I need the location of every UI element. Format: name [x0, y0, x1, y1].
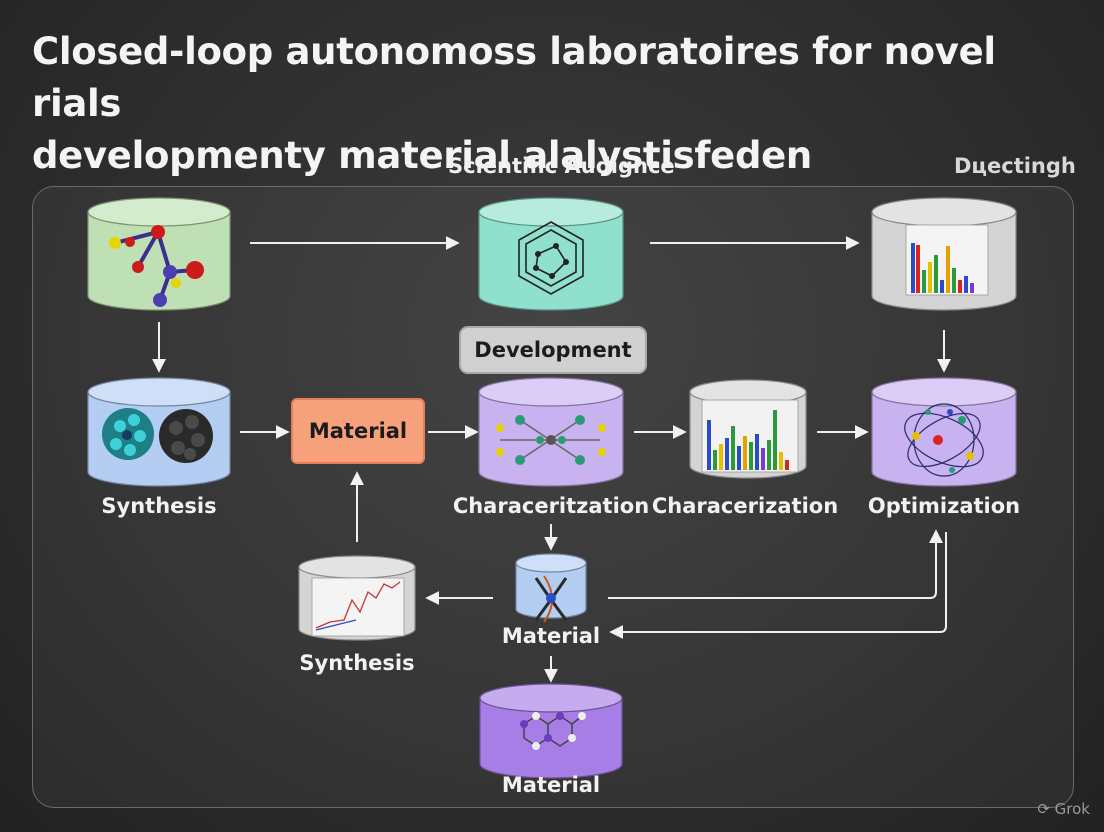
corner-label: Dцеctingh: [954, 154, 1076, 178]
arrows: [152, 236, 951, 683]
tetrahedral-molecule-icon: [534, 575, 568, 623]
nanoparticle-cluster-icon: [102, 408, 213, 463]
watermark: ⟳ Grok: [1037, 800, 1090, 818]
hexagon-molecule-icon: [518, 221, 584, 295]
title-line-1: Closed-loop autonomoss laboratoires for …: [32, 30, 996, 125]
material-box: Material: [291, 398, 425, 464]
characterization-cylinder: [478, 377, 624, 487]
arrow-loop-from-optimization: [609, 532, 947, 639]
optimization-cylinder: [871, 377, 1017, 487]
development-box: Development: [459, 326, 647, 374]
label-material-bottom: Material: [501, 773, 601, 797]
crystal-lattice-icon: [496, 415, 606, 465]
subtitle: Scientific Audignce: [448, 154, 675, 178]
label-characterization-right: Characerization: [651, 494, 839, 518]
hexagon-chain-molecule-icon: [520, 712, 586, 750]
label-characterization-center: Characeritzation: [452, 494, 650, 518]
characterization-bar-chart-icon: [701, 399, 799, 473]
label-synthesis-left: Synthesis: [101, 494, 217, 518]
molecule-icon: [109, 225, 204, 307]
watermark-text: Grok: [1054, 800, 1090, 818]
arrow-loop-to-optimization: [608, 529, 943, 599]
top-bar-chart-icon: [905, 224, 989, 296]
label-synthesis-bottom: Synthesis: [299, 651, 415, 675]
label-material-small: Material: [501, 624, 601, 648]
label-optimization: Optimization: [867, 494, 1021, 518]
line-chart-icon: [311, 577, 405, 637]
diagram-title: Closed-loop autonomoss laboratoires for …: [32, 26, 1072, 182]
hexagon-cylinder: [478, 197, 624, 311]
title-line-2: developmentу material alalystisfeden: [32, 134, 812, 177]
network-sphere-icon: [904, 403, 984, 477]
material-bottom-cylinder: [479, 683, 623, 779]
